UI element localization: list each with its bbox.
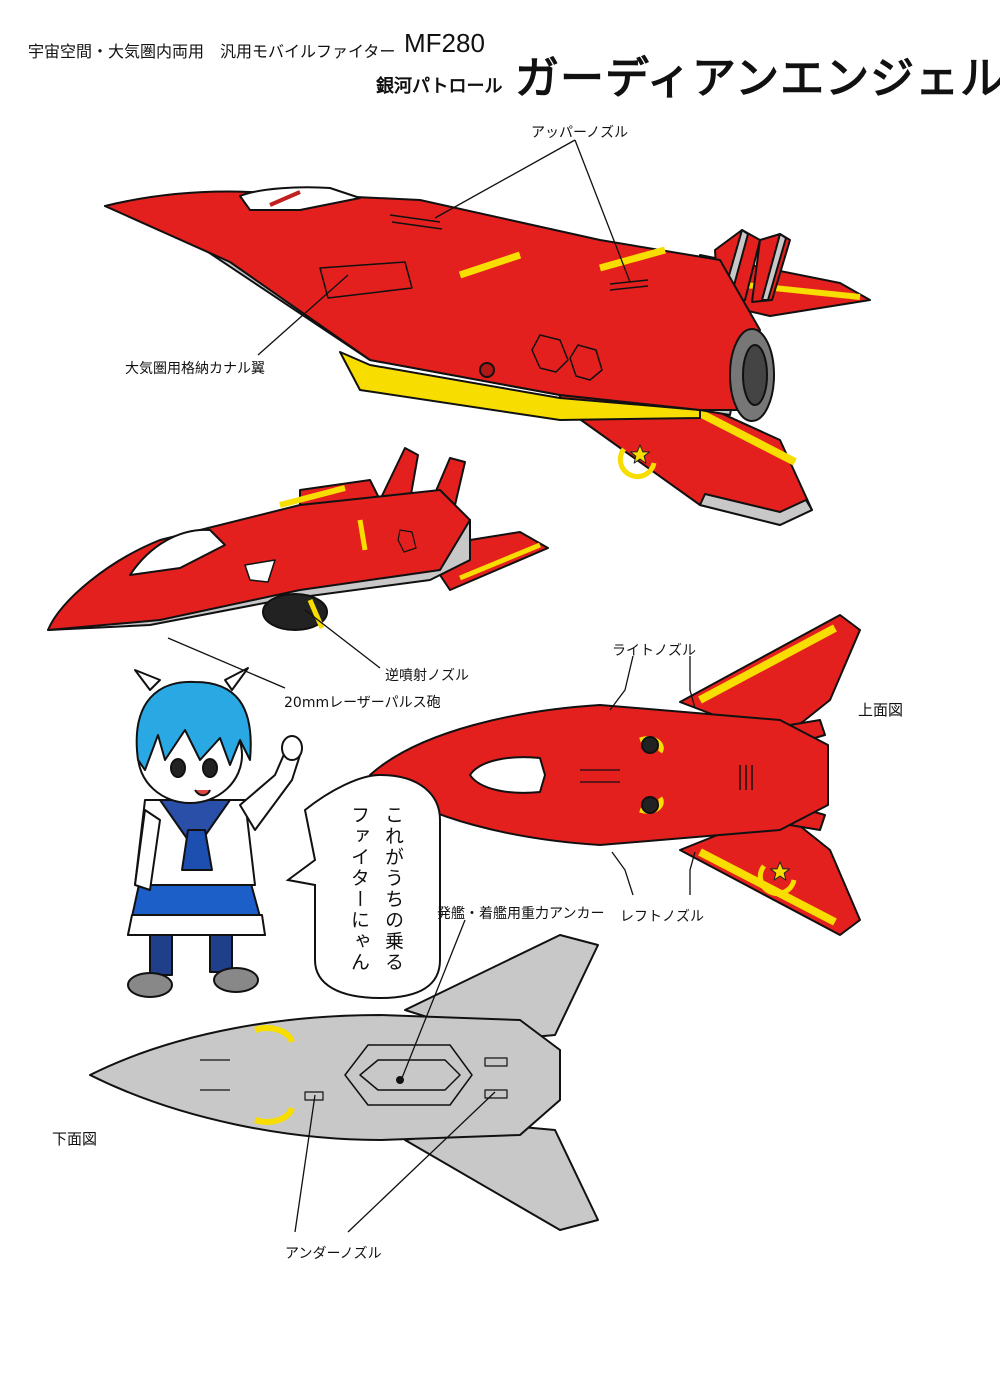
fighter-top-view	[369, 614, 861, 936]
affiliation: 銀河パトロール	[376, 76, 503, 97]
speech-line-1: これがうちの乗る	[382, 805, 404, 973]
speech-line-2: ファイターにゃん	[348, 805, 370, 973]
label-left-nozzle: レフトノズル	[620, 909, 704, 925]
label-canard: 大気圏用格納カナル翼	[125, 361, 265, 377]
label-laser-cannon: 20mmレーザーパルス砲	[284, 695, 441, 711]
label-reverse-nozzle: 逆噴射ノズル	[385, 668, 469, 684]
spec-line: 宇宙空間・大気圏内両用 汎用モバイルファイター	[28, 42, 396, 61]
model-number: MF280	[404, 28, 485, 58]
label-top-view: 上面図	[858, 701, 904, 719]
label-gravity-anchor: 発艦・着艦用重力アンカー	[437, 906, 605, 922]
label-upper-nozzle: アッパーノズル	[531, 125, 629, 141]
leader-lines	[167, 139, 696, 1233]
label-right-nozzle: ライトノズル	[612, 643, 696, 659]
character-illustration	[127, 667, 303, 998]
fighter-bottom-view	[89, 934, 599, 1231]
page-title: ガーディアンエンジェル	[515, 53, 1000, 104]
speech-bubble	[285, 773, 441, 1000]
label-under-nozzle: アンダーノズル	[285, 1246, 382, 1262]
label-bottom-view: 下面図	[52, 1130, 98, 1148]
speech-text: これがうちの乗る ファイターにゃん	[342, 805, 410, 990]
fighter-perspective-small	[47, 447, 549, 631]
fighter-perspective-large	[104, 186, 871, 526]
